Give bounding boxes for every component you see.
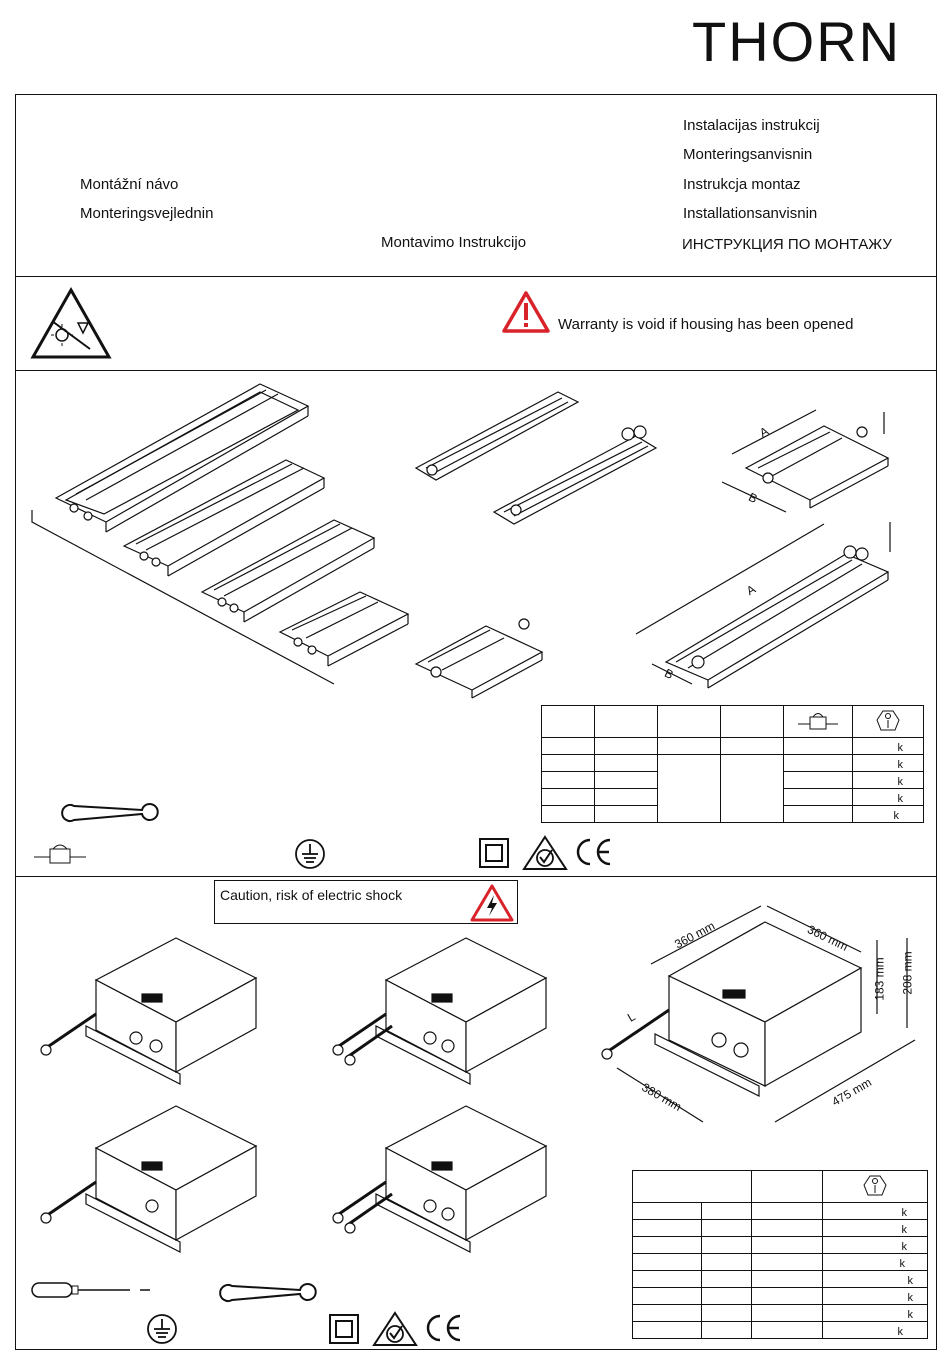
- class-ii-icon: [479, 838, 509, 868]
- spec-table-2: k k k k k k k k: [632, 1170, 928, 1339]
- brand-logo: THORN: [692, 10, 902, 73]
- earth-ground-icon: [147, 1314, 177, 1344]
- title-se: Installationsanvisnin: [683, 205, 818, 222]
- gear-box-3: [40, 1105, 258, 1253]
- gear-box-2: [332, 937, 548, 1085]
- luminaire-3: [200, 519, 376, 623]
- no-light-warning-icon: [30, 286, 112, 359]
- title-dk: Monteringsvejlednin: [80, 205, 214, 222]
- screwdriver-icon: [31, 1282, 150, 1298]
- weight-unit: k: [822, 1321, 928, 1339]
- title-no: Monteringsanvisnin: [683, 146, 813, 163]
- weight-icon: [863, 1175, 887, 1196]
- title-pl: Instrukcja montaz: [683, 176, 801, 193]
- weight-unit: k: [852, 805, 924, 823]
- weight-unit: k: [822, 1287, 928, 1305]
- weight-unit: k: [822, 1304, 928, 1322]
- dim-height-outer: 208 mm: [900, 951, 915, 995]
- weight-unit: k: [822, 1236, 928, 1254]
- cable-gland-icon: [34, 844, 86, 864]
- dimensioned-gear-box: [601, 905, 916, 1123]
- title-lv: Instalacijas instrukcij: [683, 117, 820, 134]
- ce-mark-icon: [426, 1314, 461, 1342]
- luminaire-9: [664, 545, 890, 689]
- title-cz: Montážní návo: [80, 176, 179, 193]
- luminaire-8: [744, 425, 890, 509]
- document-frame: [15, 94, 937, 1350]
- dim-height-inner: 183 mm: [872, 957, 887, 1001]
- luminaire-6: [492, 425, 658, 525]
- luminaire-1: [54, 383, 310, 533]
- warranty-warning-text: Warranty is void if housing has been ope…: [558, 316, 854, 333]
- weight-unit: k: [822, 1253, 928, 1271]
- weight-unit: k: [822, 1202, 928, 1220]
- electric-shock-icon: [470, 884, 514, 922]
- caution-text: Caution, risk of electric shock: [220, 887, 403, 903]
- weight-unit: k: [852, 788, 924, 806]
- rcm-mark-icon: [372, 1311, 418, 1346]
- gear-box-1: [40, 937, 258, 1085]
- title-ru: ИНСТРУКЦИЯ ПО МОНТАЖУ: [682, 236, 892, 253]
- caution-box: Caution, risk of electric shock: [214, 880, 518, 924]
- warning-triangle-icon: [502, 291, 550, 333]
- luminaire-4: [278, 591, 410, 667]
- gear-box-4: [332, 1105, 548, 1253]
- control-gear-drawings: [40, 937, 548, 1253]
- divider-1: [15, 276, 937, 277]
- luminaire-7: [414, 618, 544, 699]
- divider-3: [15, 876, 937, 877]
- weight-unit: k: [822, 1219, 928, 1237]
- class-ii-icon: [329, 1314, 359, 1344]
- wrench-icon: [61, 803, 159, 822]
- spec-table-1: k k k k k: [541, 705, 924, 823]
- title-lt: Montavimo Instrukcijo: [381, 234, 527, 251]
- divider-2: [15, 370, 937, 371]
- rcm-mark-icon: [522, 835, 568, 870]
- luminaire-5: [414, 391, 580, 481]
- weight-unit: k: [852, 754, 924, 772]
- weight-unit: k: [822, 1270, 928, 1288]
- weight-unit: k: [852, 771, 924, 789]
- luminaire-2: [122, 459, 326, 577]
- earth-ground-icon: [295, 839, 325, 869]
- luminaire-drawings: [31, 383, 891, 699]
- wrench-icon: [219, 1283, 317, 1302]
- weight-icon: [876, 710, 900, 731]
- weight-unit: k: [852, 737, 924, 755]
- ce-mark-icon: [576, 838, 611, 866]
- cable-gland-icon: [798, 713, 838, 730]
